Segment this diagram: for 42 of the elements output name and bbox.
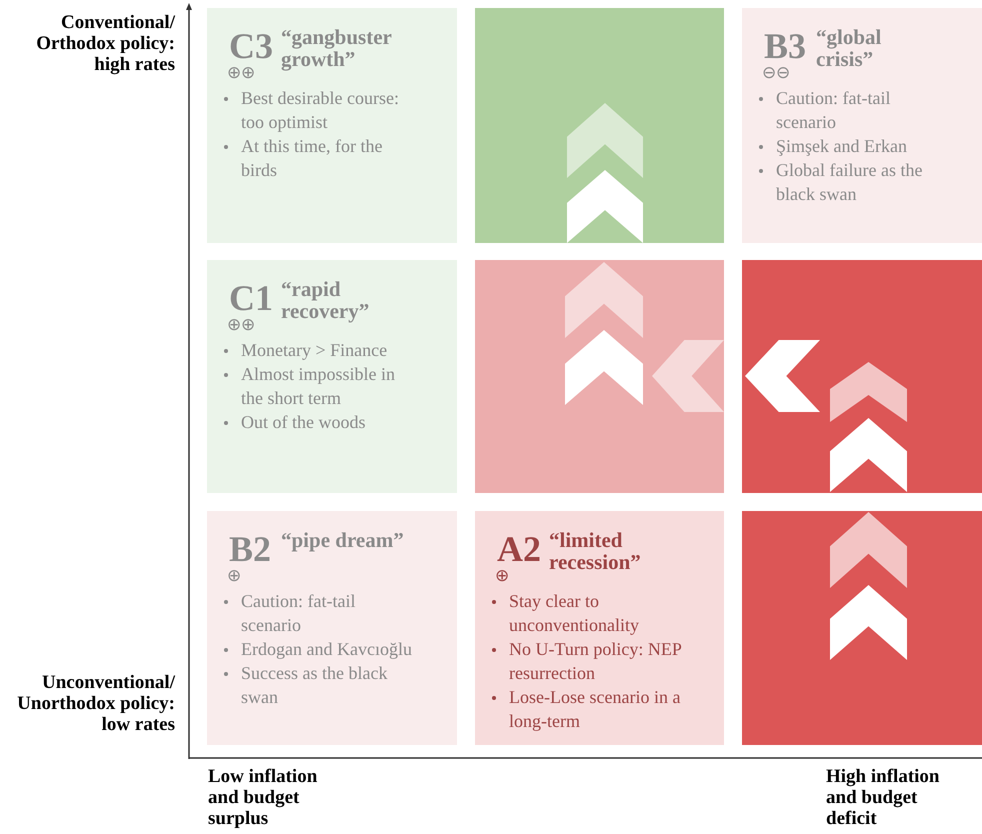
quadrant-cell	[475, 511, 724, 745]
bullet-text: Best desirable course: too optimist	[241, 88, 399, 132]
bullet-text: Success as the black swan	[241, 663, 388, 707]
bullet-text: Erdogan and Kavcıoğlu	[241, 639, 412, 659]
empty-cell	[475, 8, 724, 243]
quadrant-title: “gangbuster growth”	[281, 26, 392, 70]
bullet-text: Almost impossible in the short term	[241, 364, 396, 408]
bullet-text: Out of the woods	[241, 412, 366, 432]
bullet-text: Şimşek and Erkan	[776, 136, 907, 156]
empty-cell	[742, 260, 982, 493]
quadrant-title: “pipe dream”	[281, 529, 405, 551]
bullet-text: No U-Turn policy: NEP resurrection	[509, 639, 682, 683]
quadrant-code: A2	[497, 531, 541, 567]
quadrant-title: “global crisis”	[816, 26, 882, 70]
bullet-text: Global failure as the black swan	[776, 160, 922, 204]
quadrant-cell	[207, 511, 457, 745]
quadrant-title: “rapid recovery”	[281, 278, 370, 322]
quadrant-code: C1	[229, 280, 273, 316]
axis-label: High inflation and budget deficit	[826, 766, 940, 829]
axis-label: Low inflation and budget surplus	[208, 766, 318, 829]
axis-label: Conventional/ Orthodox policy: high rates	[35, 12, 175, 75]
sign-symbols: ⊕⊕	[227, 64, 255, 82]
bullet-text: Caution: fat-tail scenario	[241, 591, 356, 635]
empty-cell	[742, 511, 982, 745]
quadrant-code: C3	[229, 28, 273, 64]
axis-label: Unconventional/ Unorthodox policy: low rates	[16, 672, 175, 735]
quadrant-cell	[207, 8, 457, 243]
empty-cell	[475, 260, 724, 493]
bullet-text: Caution: fat-tail scenario	[776, 88, 890, 132]
sign-symbols: ⊕	[495, 567, 509, 585]
quadrant-code: B3	[764, 28, 806, 64]
bullet-text: Lose-Lose scenario in a long-term	[509, 687, 680, 731]
quadrant-cell	[742, 8, 982, 243]
bullet-text: Stay clear to unconventionality	[509, 591, 639, 635]
bullet-text: At this time, for the birds	[241, 136, 382, 180]
quadrant-cell	[207, 260, 457, 493]
sign-symbols: ⊕	[227, 567, 241, 585]
bullet-text: Monetary > Finance	[241, 340, 388, 360]
quadrant-title: “limited recession”	[549, 529, 642, 573]
sign-symbols: ⊖⊖	[762, 64, 790, 82]
quadrant-code: B2	[229, 531, 272, 567]
sign-symbols: ⊕⊕	[227, 316, 255, 334]
